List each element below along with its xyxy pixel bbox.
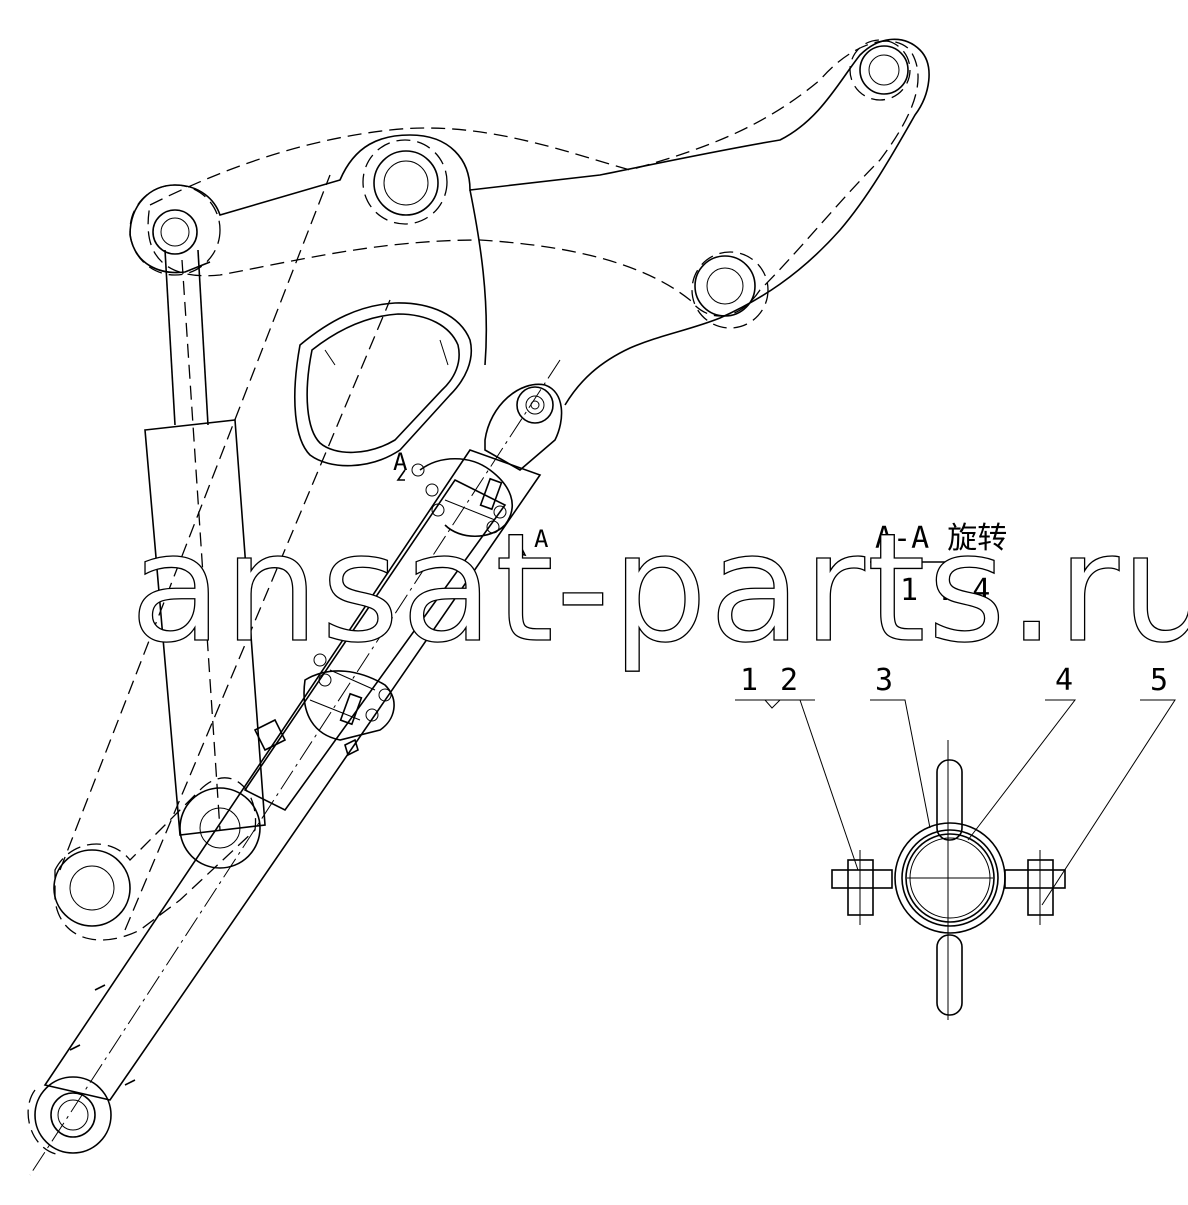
section-scale: 1 : 4 bbox=[900, 573, 990, 608]
section-marker-upper-label: A bbox=[393, 448, 408, 476]
callout-4-label: 4 bbox=[1055, 663, 1073, 698]
callout-3-label: 3 bbox=[875, 663, 893, 698]
callout-5: 5 bbox=[1041, 663, 1176, 906]
bell-crank-window bbox=[294, 302, 473, 467]
section-title: A-A 旋转 bbox=[875, 521, 1007, 556]
callout-2-label: 2 bbox=[780, 663, 798, 698]
diagonal-actuator bbox=[27, 359, 563, 1176]
lift-cylinder bbox=[144, 249, 266, 836]
watermark: ansat-parts.ru bbox=[130, 502, 1188, 676]
section-marker-lower: A bbox=[514, 525, 549, 557]
callout-3: 3 bbox=[870, 663, 931, 829]
bell-crank bbox=[129, 38, 930, 406]
section-marker-lower-label: A bbox=[534, 525, 549, 553]
callout-1-label: 1 bbox=[740, 663, 758, 698]
section-marker-upper: A bbox=[393, 448, 408, 481]
phantom-lower-arm bbox=[53, 174, 391, 941]
section-view bbox=[831, 740, 1066, 1020]
callout-1: 1 bbox=[740, 663, 758, 698]
callout-4: 4 bbox=[967, 663, 1077, 841]
callout-2: 2 bbox=[735, 663, 859, 871]
section-title-block: A-A 旋转 1 : 4 bbox=[870, 521, 1007, 608]
callout-5-label: 5 bbox=[1150, 663, 1168, 698]
